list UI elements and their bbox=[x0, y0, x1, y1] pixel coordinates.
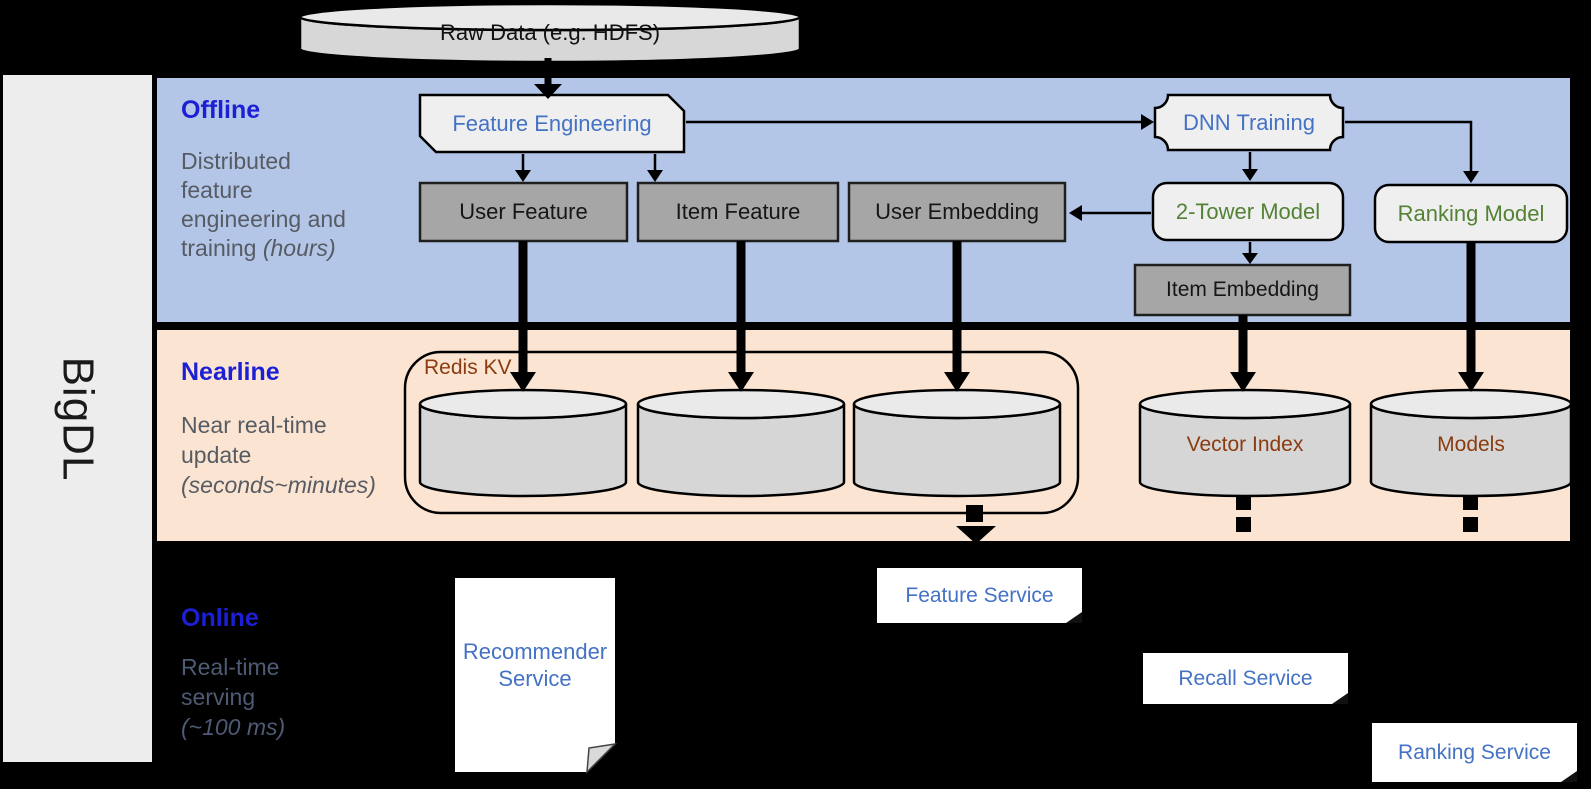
raw-data-label: Raw Data (e.g. HDFS) bbox=[439, 20, 661, 45]
bigdl-brand-band: BigDL bbox=[3, 75, 152, 762]
dashed-line-models-to-ranking-service bbox=[1463, 495, 1478, 532]
two-tower-model-shape bbox=[1151, 181, 1345, 242]
arrow-ranking-model-to-models bbox=[1458, 242, 1484, 392]
two-tower-model-label: 2-Tower Model bbox=[1175, 198, 1321, 224]
ranking-model-label: Ranking Model bbox=[1397, 200, 1545, 226]
item-feature-shape bbox=[636, 181, 840, 243]
arrow-dnn-to-two-tower bbox=[1242, 152, 1258, 181]
kv-cylinder-3 bbox=[852, 388, 1062, 498]
recall-service-card bbox=[1143, 653, 1348, 704]
dnn-training-shape bbox=[1153, 93, 1345, 152]
raw-data-cylinder-top bbox=[298, 2, 802, 32]
arrow-user-embedding-to-kv bbox=[944, 241, 970, 392]
ranking-service-card bbox=[1372, 723, 1577, 782]
online-description: Real-time serving (~100 ms) bbox=[181, 654, 286, 740]
item-embedding-shape bbox=[1133, 263, 1352, 317]
arrow-two-tower-to-user-embedding bbox=[1069, 205, 1151, 221]
models-cylinder bbox=[1369, 388, 1573, 498]
item-embedding-label: Item Embedding bbox=[1166, 278, 1319, 301]
redis-kv-label: Redis KV bbox=[424, 356, 512, 379]
dashed-arrow-kv-to-feature-service bbox=[956, 505, 996, 544]
arrow-fe-to-user-feature bbox=[515, 154, 531, 182]
arrow-two-tower-to-item-embedding bbox=[1242, 242, 1258, 264]
nearline-description: Near real-time update (seconds~minutes) bbox=[181, 412, 376, 498]
arrow-user-feature-to-kv bbox=[510, 241, 536, 392]
dnn-training-label: DNN Training bbox=[1182, 109, 1316, 135]
kv-cylinder-1 bbox=[418, 388, 628, 498]
vector-index-label: Vector Index bbox=[1186, 433, 1304, 456]
feature-service-label: Feature Service bbox=[905, 583, 1054, 607]
recall-service-label: Recall Service bbox=[1178, 666, 1313, 690]
arrow-rawdata-to-feature-engineering bbox=[534, 58, 562, 99]
models-label: Models bbox=[1437, 433, 1505, 456]
user-feature-label: User Feature bbox=[459, 199, 588, 224]
nearline-title: Nearline bbox=[181, 358, 280, 386]
vector-index-cylinder bbox=[1138, 388, 1352, 498]
feature-engineering-label: Feature Engineering bbox=[452, 110, 652, 136]
feature-engineering-shape bbox=[418, 93, 686, 154]
recommender-service-document bbox=[455, 578, 618, 774]
bigdl-sidebar-band bbox=[3, 75, 152, 762]
arrow-fe-to-item-feature bbox=[647, 154, 663, 182]
arrow-item-embedding-to-vector-index bbox=[1230, 315, 1256, 392]
user-embedding-label: User Embedding bbox=[875, 199, 1039, 224]
arrow-dnn-to-ranking-model bbox=[1345, 120, 1479, 183]
online-title: Online bbox=[181, 604, 259, 632]
offline-description: Distributed feature engineering and trai… bbox=[181, 148, 346, 261]
kv-cylinder-2 bbox=[636, 388, 846, 498]
recommender-service-label: Recommender Service bbox=[462, 638, 608, 692]
ranking-service-label: Ranking Service bbox=[1398, 740, 1551, 764]
user-embedding-shape bbox=[847, 181, 1067, 243]
arrow-item-feature-to-kv bbox=[728, 241, 754, 392]
arrow-fe-to-dnn-training bbox=[686, 114, 1154, 130]
item-feature-label: Item Feature bbox=[675, 199, 801, 224]
dashed-line-vector-index-to-recall-service bbox=[1236, 495, 1251, 532]
offline-title: Offline bbox=[181, 96, 261, 124]
feature-service-card bbox=[877, 568, 1082, 623]
bigdl-brand-label: BigDL bbox=[53, 356, 103, 481]
user-feature-shape bbox=[418, 181, 629, 243]
